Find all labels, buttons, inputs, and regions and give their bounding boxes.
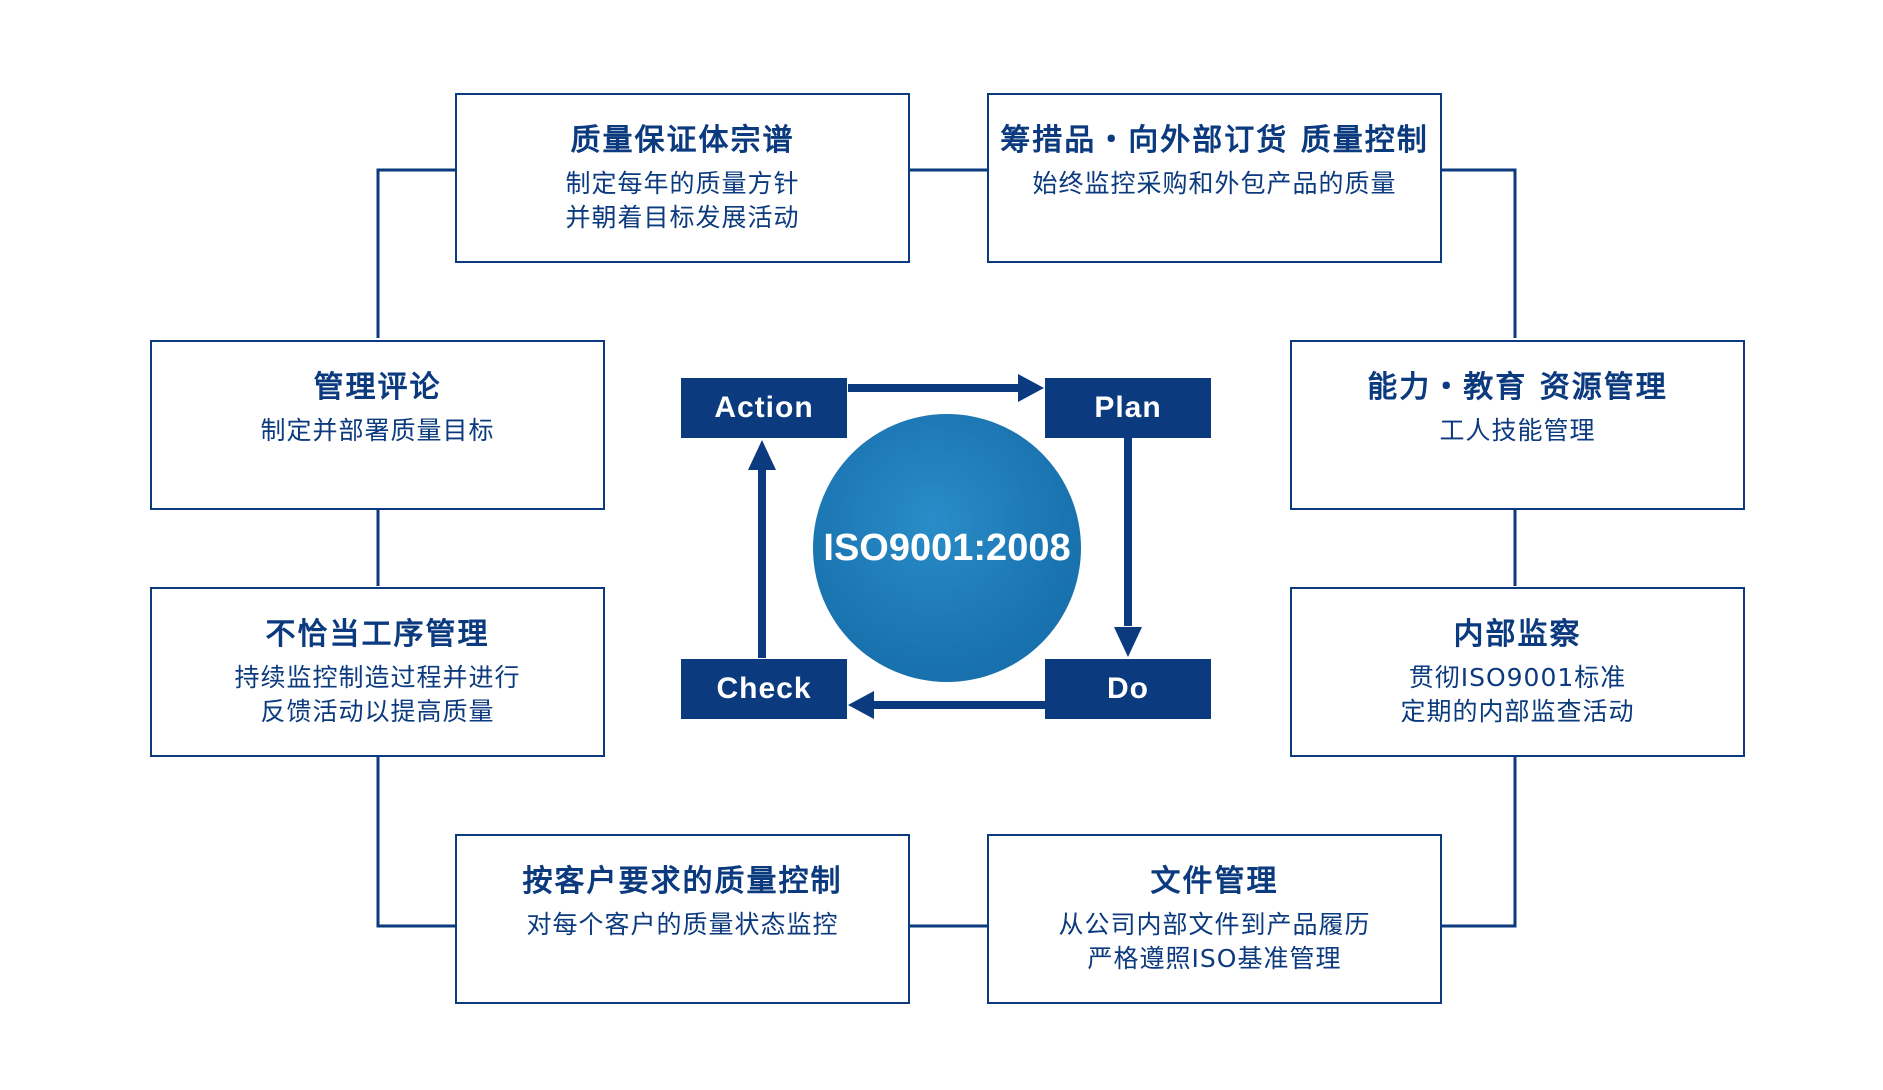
box-quality-policy-line-2: 并朝着目标发展活动 bbox=[565, 203, 800, 232]
pdca-check: Check bbox=[681, 659, 847, 719]
connector-bottom-right bbox=[1440, 756, 1517, 928]
box-procurement-title: 筹措品・向外部订货 质量控制 bbox=[1000, 123, 1429, 158]
pdca-plan: Plan bbox=[1045, 378, 1211, 438]
arrowhead-action bbox=[748, 440, 776, 470]
box-internal-audit-desc: 贯彻ISO9001标准 定期的内部监查活动 bbox=[1400, 661, 1634, 729]
box-document-control-line-1: 从公司内部文件到产品履历 bbox=[1058, 910, 1371, 939]
connector-bottom-left bbox=[376, 756, 455, 928]
box-internal-audit-title: 内部监察 bbox=[1453, 617, 1582, 652]
box-internal-audit: 内部监察 贯彻ISO9001标准 定期的内部监查活动 bbox=[1290, 587, 1745, 757]
box-competence-line-1: 工人技能管理 bbox=[1439, 416, 1596, 445]
box-customer-quality-title: 按客户要求的质量控制 bbox=[522, 864, 843, 899]
box-management-review-line-1: 制定并部署质量目标 bbox=[260, 416, 495, 445]
box-quality-policy-line-1: 制定每年的质量方针 bbox=[565, 169, 800, 198]
box-quality-policy: 质量保证体宗谱 制定每年的质量方针 并朝着目标发展活动 bbox=[455, 93, 910, 263]
box-customer-quality: 按客户要求的质量控制 对每个客户的质量状态监控 bbox=[455, 834, 910, 1004]
box-document-control-desc: 从公司内部文件到产品履历 严格遵照ISO基准管理 bbox=[1058, 908, 1370, 976]
iso-center-label: ISO9001:2008 bbox=[823, 526, 1071, 569]
box-procurement: 筹措品・向外部订货 质量控制 始终监控采购和外包产品的质量 bbox=[987, 93, 1442, 263]
box-quality-policy-desc: 制定每年的质量方针 并朝着目标发展活动 bbox=[565, 167, 799, 235]
box-internal-audit-line-1: 贯彻ISO9001标准 bbox=[1408, 663, 1627, 692]
box-procurement-line-1: 始终监控采购和外包产品的质量 bbox=[1032, 169, 1397, 198]
arrowhead-check bbox=[848, 691, 874, 719]
connector-top-left bbox=[376, 168, 455, 338]
connector-top-right bbox=[1440, 168, 1517, 338]
arrowhead-do bbox=[1114, 627, 1142, 657]
pdca-action: Action bbox=[681, 378, 847, 438]
arrowhead-plan bbox=[1018, 374, 1044, 402]
box-document-control-title: 文件管理 bbox=[1150, 864, 1279, 899]
box-management-review-title: 管理评论 bbox=[313, 370, 442, 405]
pdca-do: Do bbox=[1045, 659, 1211, 719]
box-procurement-desc: 始终监控采购和外包产品的质量 bbox=[1032, 167, 1396, 201]
box-document-control-line-2: 严格遵照ISO基准管理 bbox=[1087, 944, 1342, 973]
iso-center-circle: ISO9001:2008 bbox=[813, 414, 1081, 682]
box-competence-title: 能力・教育 资源管理 bbox=[1367, 370, 1668, 405]
box-management-review: 管理评论 制定并部署质量目标 bbox=[150, 340, 605, 510]
box-customer-quality-desc: 对每个客户的质量状态监控 bbox=[526, 908, 838, 942]
box-competence-desc: 工人技能管理 bbox=[1439, 414, 1595, 448]
box-nonconforming: 不恰当工序管理 持续监控制造过程并进行 反馈活动以提高质量 bbox=[150, 587, 605, 757]
box-management-review-desc: 制定并部署质量目标 bbox=[260, 414, 494, 448]
box-nonconforming-line-1: 持续监控制造过程并进行 bbox=[234, 663, 521, 692]
box-internal-audit-line-2: 定期的内部监查活动 bbox=[1400, 697, 1635, 726]
box-customer-quality-line-1: 对每个客户的质量状态监控 bbox=[526, 910, 839, 939]
box-nonconforming-title: 不恰当工序管理 bbox=[265, 617, 490, 652]
box-document-control: 文件管理 从公司内部文件到产品履历 严格遵照ISO基准管理 bbox=[987, 834, 1442, 1004]
box-quality-policy-title: 质量保证体宗谱 bbox=[570, 123, 795, 158]
box-competence: 能力・教育 资源管理 工人技能管理 bbox=[1290, 340, 1745, 510]
box-nonconforming-line-2: 反馈活动以提高质量 bbox=[260, 697, 495, 726]
box-nonconforming-desc: 持续监控制造过程并进行 反馈活动以提高质量 bbox=[234, 661, 520, 729]
